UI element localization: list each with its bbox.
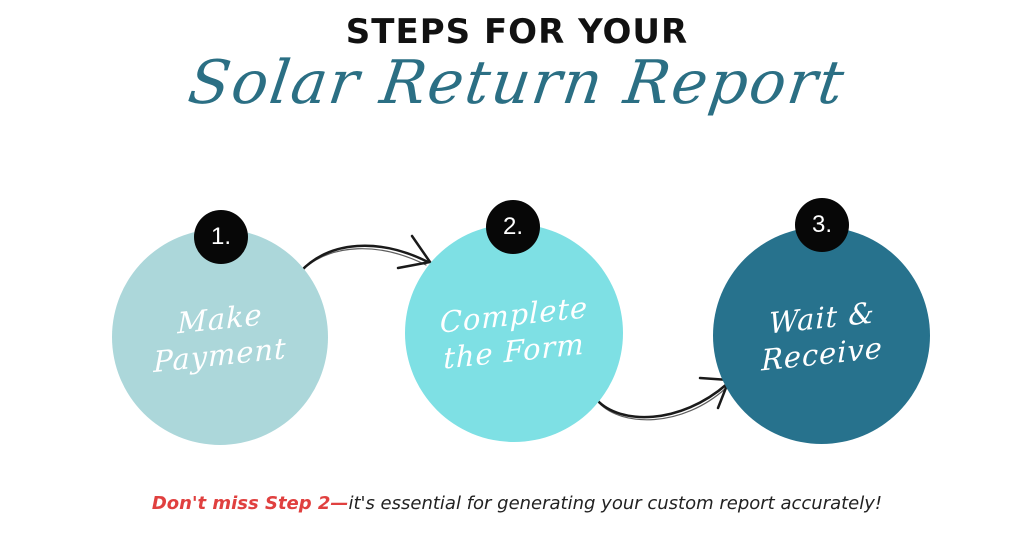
step-number-badge-1: 1. bbox=[194, 210, 248, 264]
arrow-step2-to-step3 bbox=[595, 376, 731, 421]
step-circle-complete-form: Complete the Form bbox=[405, 224, 623, 442]
footer-text: it's essential for generating your custo… bbox=[348, 493, 883, 514]
step-circle-make-payment: Make Payment bbox=[112, 229, 328, 445]
footer-highlight: Don't miss Step 2— bbox=[151, 493, 349, 514]
page-title: STEPS FOR YOUR bbox=[345, 12, 689, 52]
footer-note: Don't miss Step 2—it's essential for gen… bbox=[0, 493, 1034, 514]
step-circle-wait-receive: Wait & Receive bbox=[713, 227, 930, 444]
step-number-badge-2: 2. bbox=[486, 200, 540, 254]
step-1-line-2: Payment bbox=[153, 331, 287, 380]
arrow-step1-to-step2 bbox=[298, 234, 433, 274]
step-number-badge-3: 3. bbox=[795, 198, 849, 252]
